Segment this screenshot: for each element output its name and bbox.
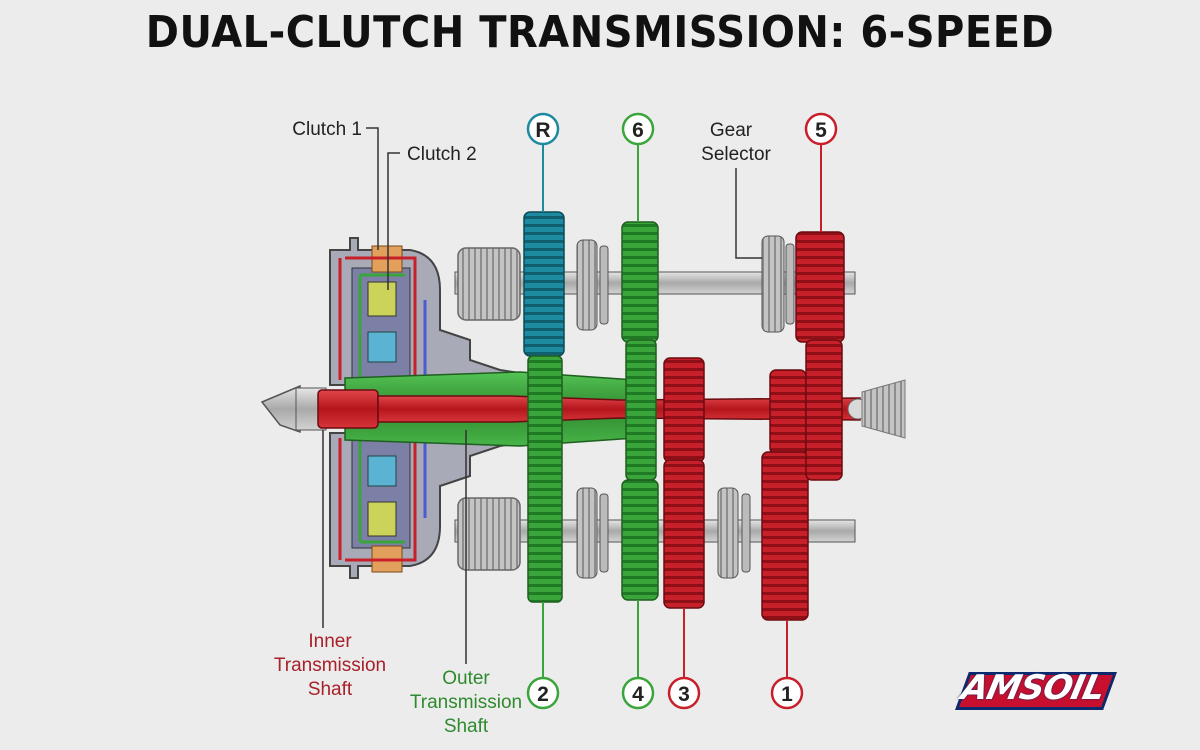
synchro-lower-1-3 [717,487,751,579]
badge-second: 2 [526,676,560,710]
badge-reverse-text: R [535,119,550,142]
badge-third-text: 3 [678,683,690,706]
label-outer-shaft-1: Outer [442,668,490,689]
gear-3 [663,459,705,609]
badge-second-text: 2 [537,683,549,706]
output-pinion [861,379,906,439]
clutch-2-plates-lower [367,501,397,537]
gear-6 [621,221,659,343]
badge-fourth: 4 [621,676,655,710]
gear-4-6-drive [625,339,657,481]
label-inner-shaft-3: Shaft [308,679,353,700]
gear-reverse [523,211,565,357]
badge-third: 3 [667,676,701,710]
gear-4 [621,479,659,601]
label-inner-shaft-2: Transmission [274,655,386,676]
label-outer-shaft-2: Transmission [410,692,522,713]
badge-fifth-text: 5 [815,119,827,142]
clutch-housing [329,237,541,579]
label-gear-selector-2: Selector [701,144,771,165]
gear-2-drive [527,355,563,603]
gear-3-drive [663,357,705,463]
lower-output-pinion [457,497,521,571]
gear-1 [761,451,809,621]
inner-transmission-shaft [317,389,869,429]
page-title: DUAL-CLUTCH TRANSMISSION: 6-SPEED [145,8,1055,58]
badge-first-text: 1 [781,683,793,706]
badge-fourth-text: 4 [632,683,644,706]
badge-sixth: 6 [621,112,655,146]
label-clutch-2: Clutch 2 [407,144,477,165]
clutch-2-plates-upper [367,281,397,317]
input-shaft-tip [260,384,301,434]
brand-logo: AMSOIL [955,666,1117,710]
badge-first: 1 [770,676,804,710]
label-outer-shaft-3: Shaft [444,716,489,737]
label-gear-selector-1: Gear [710,120,753,141]
badge-fifth: 5 [804,112,838,146]
gear-5-drive [805,339,843,481]
gear-selector [761,235,795,333]
badge-sixth-text: 6 [632,119,644,142]
gear-5 [795,231,845,343]
synchro-lower-2-4 [576,487,609,579]
leader-lines [322,127,822,678]
logo-text: AMSOIL [957,668,1109,708]
upper-output-pinion [457,247,521,321]
label-clutch-1: Clutch 1 [292,119,362,140]
badge-reverse: R [526,112,560,146]
gear-1-drive [769,369,807,455]
synchro-upper-r-6 [576,239,609,331]
label-inner-shaft-1: Inner [308,631,352,652]
